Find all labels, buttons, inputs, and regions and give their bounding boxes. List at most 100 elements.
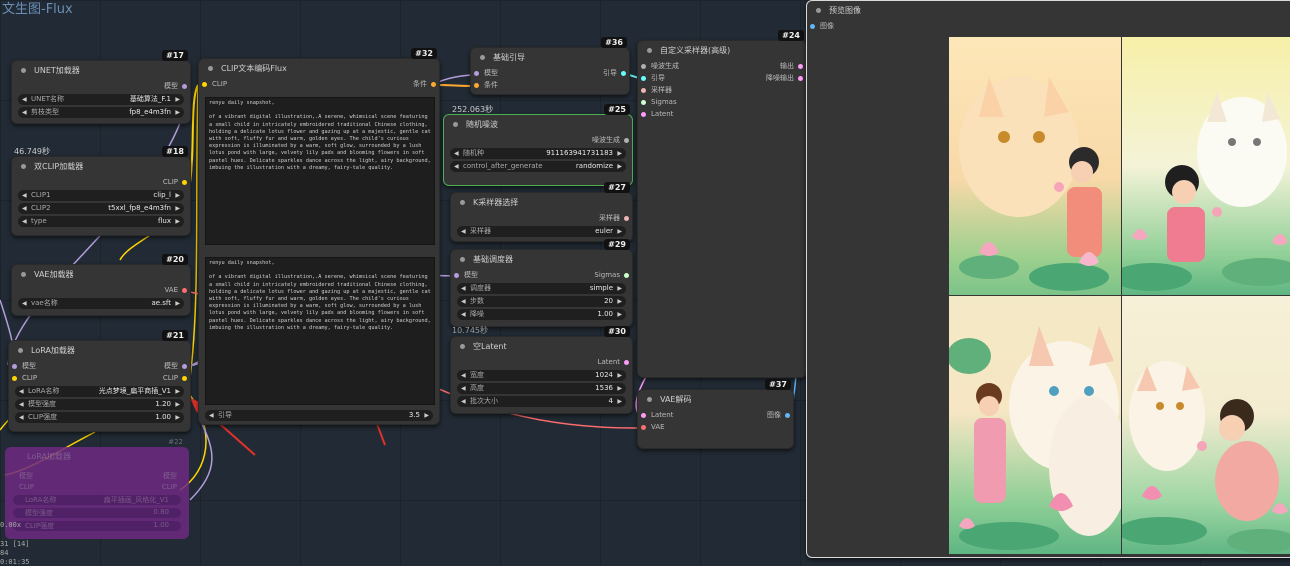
output-noise[interactable]: 噪波生成 [444, 134, 632, 146]
port-dot[interactable] [624, 215, 629, 221]
input-latent[interactable]: Latent [638, 108, 806, 120]
collapse-dot[interactable] [21, 272, 26, 277]
collapse-dot[interactable] [208, 66, 213, 71]
clip-l-prompt-textarea[interactable]: renyu daily snapshot, of a vibrant digit… [205, 97, 435, 245]
input-vae[interactable]: VAE [638, 421, 793, 433]
arrow-right-icon[interactable]: ▶ [175, 414, 180, 421]
arrow-left-icon[interactable]: ◀ [454, 150, 459, 157]
port-dot[interactable] [202, 81, 207, 87]
port-dot[interactable] [454, 272, 459, 278]
bypassed-lora-node[interactable]: #22 LoRA加载器 模型 模型 CLIP CLIP LoRA名称扁平插画_风… [5, 438, 189, 539]
arrow-left-icon[interactable]: ◀ [19, 414, 24, 421]
arrow-right-icon[interactable]: ▶ [617, 285, 622, 292]
arrow-left-icon[interactable]: ◀ [209, 412, 214, 419]
arrow-left-icon[interactable]: ◀ [22, 192, 27, 199]
port-dot[interactable] [621, 70, 626, 76]
preview-image-2[interactable] [1112, 37, 1290, 295]
arrow-right-icon[interactable]: ▶ [617, 228, 622, 235]
preview-image-4[interactable] [1117, 296, 1290, 554]
port-dot[interactable] [624, 272, 629, 278]
collapse-dot[interactable] [480, 55, 485, 60]
collapse-dot[interactable] [21, 68, 26, 73]
port-dot[interactable] [785, 412, 790, 418]
port-dot[interactable] [431, 81, 436, 87]
arrow-left-icon[interactable]: ◀ [461, 298, 466, 305]
port-dot[interactable] [810, 23, 815, 29]
port-dot[interactable] [641, 87, 646, 93]
port-dot[interactable] [182, 179, 187, 185]
t5xxl-prompt-textarea[interactable]: renyu daily snapshot, of a vibrant digit… [205, 257, 435, 405]
port-dot[interactable] [798, 63, 803, 69]
output-model[interactable]: 模型 [12, 80, 190, 92]
arrow-left-icon[interactable]: ◀ [454, 163, 459, 170]
arrow-left-icon[interactable]: ◀ [461, 311, 466, 318]
arrow-right-icon[interactable]: ▶ [175, 192, 180, 199]
port-dot[interactable] [12, 363, 17, 369]
arrow-left-icon[interactable]: ◀ [22, 218, 27, 225]
collapse-dot[interactable] [816, 8, 821, 13]
port-dot[interactable] [182, 83, 187, 89]
arrow-right-icon[interactable]: ▶ [175, 401, 180, 408]
arrow-right-icon[interactable]: ▶ [175, 96, 180, 103]
input-guider[interactable]: 引导降噪输出 [638, 72, 806, 84]
arrow-left-icon[interactable]: ◀ [461, 398, 466, 405]
input-image[interactable]: 图像 [807, 20, 1290, 32]
input-sigmas[interactable]: Sigmas [638, 96, 806, 108]
collapse-dot[interactable] [18, 348, 23, 353]
arrow-right-icon[interactable]: ▶ [175, 300, 180, 307]
lora-name-widget[interactable]: ◀LoRA名称光点梦境_扁平商插_V1▶ [15, 386, 184, 397]
unet-name-widget[interactable]: ◀UNET名称基础算法_F.1▶ [18, 94, 184, 105]
input-conditioning[interactable]: 条件 [471, 79, 629, 91]
preview-image-node[interactable]: 预览图像 图像 [806, 0, 1290, 558]
port-dot[interactable] [474, 70, 479, 76]
arrow-right-icon[interactable]: ▶ [175, 205, 180, 212]
arrow-left-icon[interactable]: ◀ [19, 401, 24, 408]
port-dot[interactable] [641, 75, 646, 81]
arrow-left-icon[interactable]: ◀ [22, 109, 27, 116]
basic-guider-node[interactable]: #36 基础引导 模型引导 条件 [470, 37, 630, 95]
arrow-left-icon[interactable]: ◀ [461, 228, 466, 235]
port-dot[interactable] [624, 359, 629, 365]
arrow-right-icon[interactable]: ▶ [617, 398, 622, 405]
preview-image-grid[interactable] [949, 37, 1290, 555]
collapse-dot[interactable] [453, 122, 458, 127]
input-model-row[interactable]: 模型模型 [9, 360, 190, 372]
collapse-dot[interactable] [647, 397, 652, 402]
collapse-dot[interactable] [21, 164, 26, 169]
arrow-left-icon[interactable]: ◀ [22, 205, 27, 212]
arrow-right-icon[interactable]: ▶ [617, 163, 622, 170]
lora-name-widget[interactable]: LoRA名称扁平插画_风格化_V1 [13, 495, 181, 505]
arrow-right-icon[interactable]: ▶ [617, 372, 622, 379]
port-dot[interactable] [641, 412, 646, 418]
port-dot[interactable] [182, 287, 187, 293]
collapse-dot[interactable] [460, 344, 465, 349]
output-clip[interactable]: CLIP [12, 176, 190, 188]
arrow-left-icon[interactable]: ◀ [461, 285, 466, 292]
output-sampler[interactable]: 采样器 [451, 212, 632, 224]
arrow-right-icon[interactable]: ▶ [175, 218, 180, 225]
arrow-right-icon[interactable]: ▶ [617, 298, 622, 305]
